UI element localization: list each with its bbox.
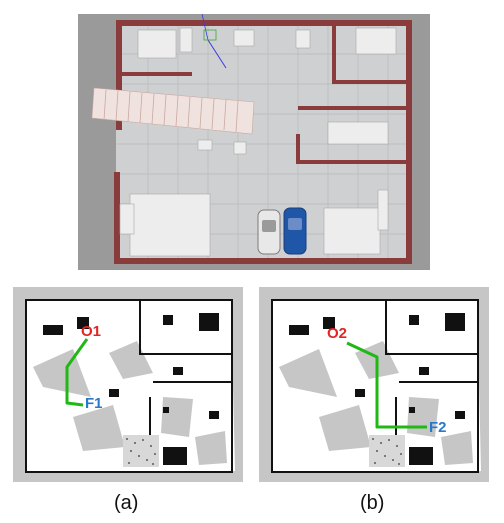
simulation-view — [78, 14, 430, 270]
simulation-scene — [78, 14, 430, 270]
caption-a: (a) — [114, 492, 138, 515]
goal-label-a: F1 — [85, 395, 103, 412]
map-a: O1 F1 — [13, 287, 243, 482]
occupancy-map-b — [259, 287, 489, 482]
caption-b: (b) — [360, 492, 384, 515]
car-white — [258, 210, 280, 254]
map-b: O2 F2 — [259, 287, 489, 482]
car-blue — [284, 208, 306, 254]
occupancy-map-a — [13, 287, 243, 482]
goal-label-b: F2 — [429, 419, 447, 436]
origin-label-a: O1 — [81, 323, 101, 340]
origin-label-b: O2 — [327, 325, 347, 342]
